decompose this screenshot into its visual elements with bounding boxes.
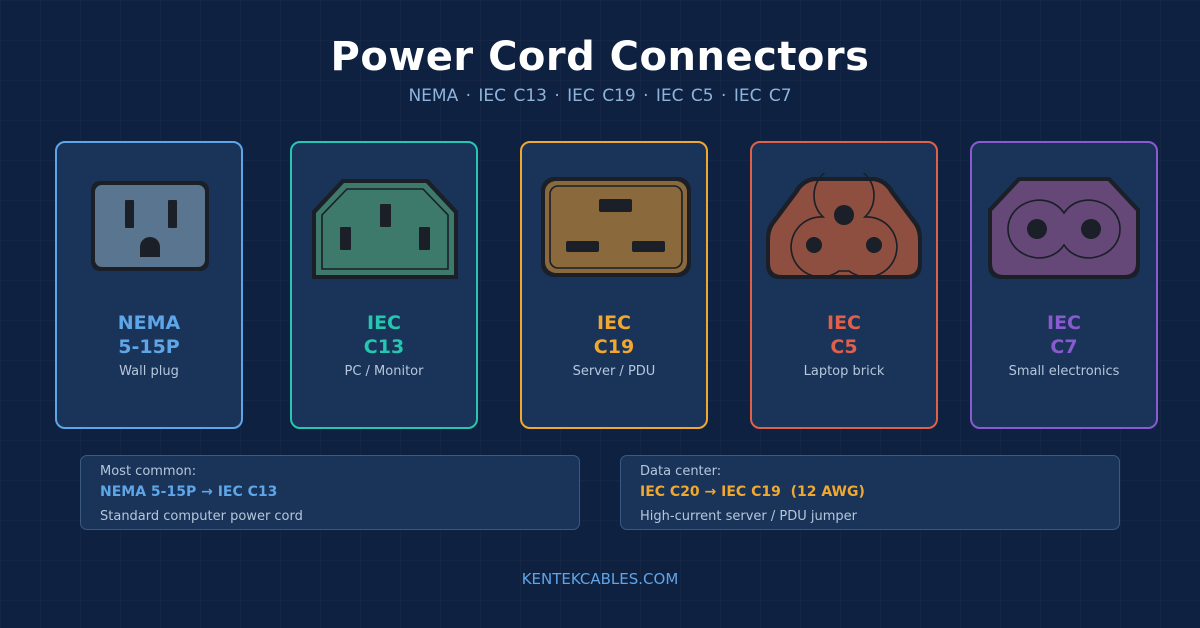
iec-c5-cloverleaf-connector-icon: [766, 173, 922, 279]
connector-card-iec-c19: IEC C19 Server / PDU: [520, 141, 708, 429]
iec-c13-connector-icon: [312, 179, 458, 279]
connector-card-iec-c7: IEC C7 Small electronics: [970, 141, 1158, 429]
nema-5-15p-outlet-icon: [91, 181, 209, 271]
connector-card-iec-c5: IEC C5 Laptop brick: [750, 141, 938, 429]
connector-name-line2: 5-15P: [118, 336, 180, 358]
connector-description: Wall plug: [119, 364, 179, 379]
connector-description: Server / PDU: [572, 364, 656, 379]
connector-name-line2: C19: [593, 336, 635, 358]
iec-c19-connector-icon: [541, 177, 691, 277]
connector-name: IEC C5: [752, 311, 936, 359]
info-note: High-current server / PDU jumper: [640, 509, 858, 524]
connector-name-line2: C5: [830, 336, 858, 358]
iec-c7-figure-eight-connector-icon: [988, 177, 1140, 279]
connector-description: Laptop brick: [803, 364, 885, 379]
connector-name-line1: IEC: [597, 312, 631, 334]
connector-name: IEC C7: [972, 311, 1156, 359]
info-value: IEC C20 → IEC C19 (12 AWG): [640, 484, 865, 500]
info-label: Most common:: [100, 464, 197, 479]
connector-description: PC / Monitor: [344, 364, 424, 379]
info-box-most-common: Most common: NEMA 5-15P → IEC C13 Standa…: [80, 455, 580, 530]
footer-site-link[interactable]: KENTEKCABLES.COM: [521, 570, 679, 588]
info-value: NEMA 5-15P → IEC C13: [100, 484, 278, 500]
page-subtitle: NEMA · IEC C13 · IEC C19 · IEC C5 · IEC …: [408, 86, 792, 106]
connector-name-line1: IEC: [827, 312, 861, 334]
info-label: Data center:: [640, 464, 722, 479]
info-box-data-center: Data center: IEC C20 → IEC C19 (12 AWG) …: [620, 455, 1120, 530]
connector-name-line2: C7: [1050, 336, 1078, 358]
connector-name: NEMA 5-15P: [57, 311, 241, 359]
connector-name: IEC C19: [522, 311, 706, 359]
connector-card-nema-5-15p: NEMA 5-15P Wall plug: [55, 141, 243, 429]
connector-name-line1: IEC: [367, 312, 401, 334]
connector-name-line2: C13: [363, 336, 405, 358]
connector-name: IEC C13: [292, 311, 476, 359]
connector-name-line1: NEMA: [117, 312, 181, 334]
connector-name-line1: IEC: [1047, 312, 1081, 334]
info-note: Standard computer power cord: [100, 509, 303, 524]
connector-card-iec-c13: IEC C13 PC / Monitor: [290, 141, 478, 429]
connector-description: Small electronics: [1008, 364, 1120, 379]
page-title: Power Cord Connectors: [330, 34, 870, 80]
